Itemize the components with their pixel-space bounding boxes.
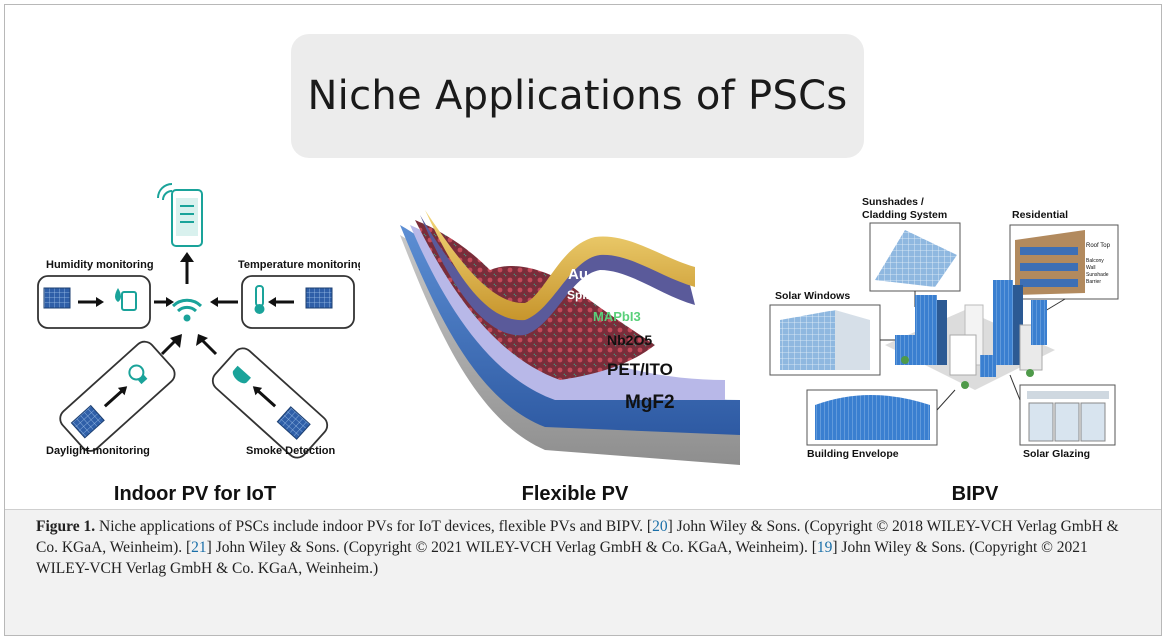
flexible-pv-title: Flexible PV xyxy=(521,483,629,505)
caption-text-3: ] John Wiley & Sons. (Copyright © 2021 W… xyxy=(206,539,817,556)
humidity-label: Humidity monitoring xyxy=(46,259,154,271)
solar-panel-icon xyxy=(276,406,311,440)
arrow-up-icon xyxy=(180,252,194,284)
caption-divider xyxy=(5,509,1161,510)
caption-background xyxy=(5,510,1161,635)
solar-panel-icon xyxy=(43,287,71,309)
residential-image: Roof Top Balcony Wall Sunshade Barrier xyxy=(1009,224,1119,318)
roof-top-label: Roof Top xyxy=(1086,243,1111,249)
residential-label: Residential xyxy=(1012,209,1068,221)
building-envelope-label: Building Envelope xyxy=(807,448,899,460)
solar-windows-image xyxy=(769,304,900,376)
daylight-label: Daylight monitoring xyxy=(46,445,150,457)
caption-text-2: ] John Wiley & Sons. (Copyright © 2018 W… xyxy=(36,518,1119,556)
solar-panel-icon xyxy=(70,404,105,439)
layer-gold xyxy=(425,210,695,321)
barrier-label: Barrier xyxy=(1086,279,1101,285)
sunshade-image xyxy=(869,222,961,307)
layer-pet-ito xyxy=(400,225,740,435)
solar-panel-icon xyxy=(305,287,333,309)
caption-label: Figure 1. xyxy=(36,518,96,535)
layer-label-mgf2: MgF2 xyxy=(625,392,675,413)
reference-link-21[interactable]: 21 xyxy=(191,539,207,556)
thermometer-icon xyxy=(254,285,265,314)
sunshade-label: Sunshade xyxy=(1086,272,1109,278)
wall-label: Wall xyxy=(1086,265,1096,271)
solar-glazing-image xyxy=(1009,374,1116,446)
figure-caption: Figure 1. Niche applications of PSCs inc… xyxy=(36,516,1136,579)
balcony-label: Balcony xyxy=(1086,258,1104,264)
smartphone-icon xyxy=(157,183,203,247)
smoke-label: Smoke Detection xyxy=(246,445,336,457)
reference-link-19[interactable]: 19 xyxy=(816,539,833,556)
humidity-sensor-icon xyxy=(115,288,137,311)
daylight-module xyxy=(59,340,176,452)
bipv-diagram: Sunshades / Cladding System Residential … xyxy=(765,185,1145,465)
flexible-pv-diagram: Au Spiro-OMeTAD MAPbI3 Nb2O5 PET/ITO MgF… xyxy=(395,195,755,470)
temperature-label: Temperature monitoring xyxy=(238,259,360,271)
smoke-module xyxy=(211,347,329,459)
indoor-pv-diagram: Humidity monitoring Temperature monitori… xyxy=(30,178,364,468)
figure-title: Niche Applications of PSCs xyxy=(307,73,848,119)
figure-title-box: Niche Applications of PSCs xyxy=(291,34,864,158)
solar-windows-label: Solar Windows xyxy=(775,290,850,302)
caption-text-4: ] John Wiley & Sons. (Copyright © 2021 W… xyxy=(36,539,1088,577)
layer-label-nb2o5: Nb2O5 xyxy=(607,332,652,348)
caption-text-1: Niche applications of PSCs include indoo… xyxy=(95,518,653,535)
indoor-pv-title: Indoor PV for IoT xyxy=(113,483,277,505)
wifi-hub-icon xyxy=(171,298,203,322)
solar-glazing-label: Solar Glazing xyxy=(1023,448,1090,460)
sunshades-label: Sunshades / xyxy=(862,196,924,208)
reference-link-20[interactable]: 20 xyxy=(652,518,668,535)
layer-label-pet-ito: PET/ITO xyxy=(607,360,673,379)
city-cluster-image xyxy=(885,280,1055,390)
layer-label-au: Au xyxy=(568,266,588,283)
building-envelope-image xyxy=(806,389,956,446)
layer-label-mapbi3: MAPbI3 xyxy=(593,309,641,324)
bipv-title: BIPV xyxy=(951,483,999,505)
layer-label-spiro: Spiro-OMeTAD xyxy=(567,288,652,302)
cladding-label: Cladding System xyxy=(862,209,947,221)
light-bulb-icon xyxy=(128,364,148,385)
smoke-detector-icon xyxy=(232,365,251,384)
